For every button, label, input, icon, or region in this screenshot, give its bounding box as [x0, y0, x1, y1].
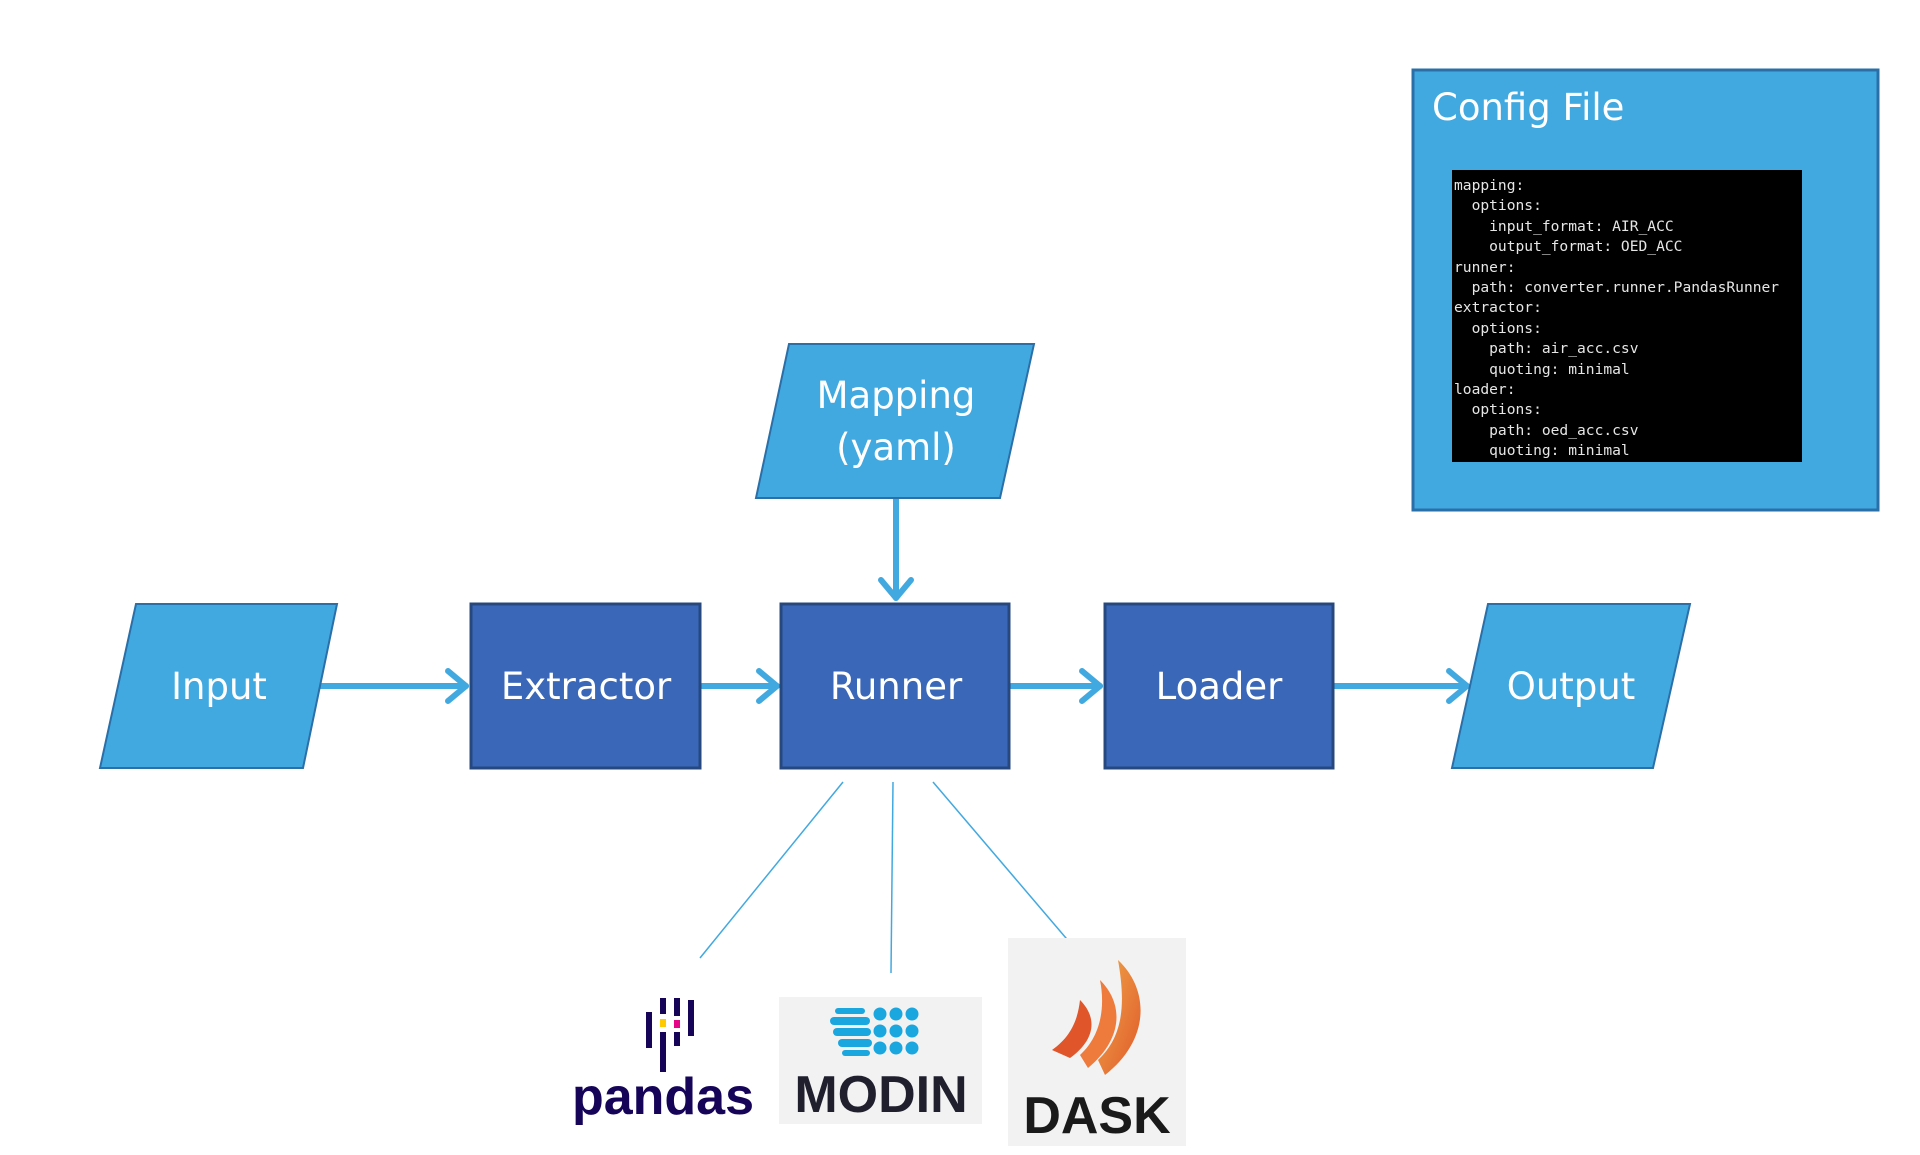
runner-label: Runner — [830, 665, 963, 708]
line-to-dask — [932, 781, 1084, 959]
mapping-node: Mapping (yaml) — [754, 343, 1036, 499]
line-to-modin — [890, 781, 894, 974]
pandas-logo: pandas — [572, 998, 754, 1126]
extractor-node: Extractor — [469, 602, 702, 770]
loader-label: Loader — [1156, 665, 1284, 708]
output-node: Output — [1450, 603, 1692, 769]
modin-icon — [830, 1007, 919, 1056]
dask-icon — [1052, 960, 1141, 1075]
output-label: Output — [1507, 665, 1636, 708]
input-node: Input — [98, 603, 339, 769]
runner-node: Runner — [779, 602, 1011, 770]
dask-logo: DASK — [1008, 938, 1186, 1146]
arrow-extractor-to-runner — [699, 668, 780, 704]
pandas-logo-text: pandas — [572, 1068, 754, 1126]
line-to-pandas — [699, 781, 844, 959]
loader-node: Loader — [1103, 602, 1335, 770]
config-code-text: mapping: options: input_format: AIR_ACC … — [1454, 177, 1780, 460]
pandas-icon — [646, 998, 694, 1072]
flow-arrows — [317, 495, 1470, 704]
mapping-label-line1: Mapping — [817, 374, 976, 417]
mapping-label-line2: (yaml) — [836, 426, 956, 469]
extractor-label: Extractor — [501, 665, 672, 708]
runner-to-logo-lines — [699, 781, 1084, 974]
input-label: Input — [171, 665, 267, 708]
arrow-runner-to-loader — [1008, 668, 1103, 704]
config-file-title: Config File — [1432, 86, 1624, 129]
config-code-terminal: mapping: options: input_format: AIR_ACC … — [1452, 170, 1802, 462]
arrow-mapping-to-runner — [878, 495, 914, 601]
arrow-loader-to-output — [1331, 668, 1470, 704]
dask-logo-text: DASK — [1023, 1087, 1171, 1145]
modin-logo: MODIN — [779, 997, 982, 1124]
modin-logo-text: MODIN — [794, 1066, 967, 1124]
arrow-input-to-extractor — [317, 668, 469, 704]
